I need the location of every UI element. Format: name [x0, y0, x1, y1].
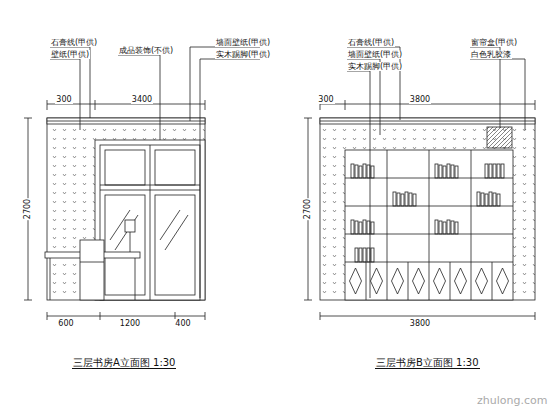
label-text: 400: [174, 319, 191, 328]
material-callout: 成品装饰(不供): [118, 46, 174, 56]
material-callout: 墙面壁纸(甲供): [347, 50, 403, 60]
material-callout: 白色乳胶漆: [470, 50, 512, 60]
label-text: zhulong.com: [476, 394, 548, 407]
material-callout: 实木踢脚(甲供): [347, 62, 403, 72]
label-text: 实木踢脚(甲供): [347, 62, 403, 71]
dimension: 400: [174, 319, 191, 329]
label-text: 3800: [409, 95, 431, 104]
material-callout: 墙面壁纸(甲供): [215, 38, 271, 48]
drawing-title: 三层书房A立面图 1:30: [72, 358, 176, 369]
dimension: 300: [317, 95, 334, 105]
material-callout: 石膏线(甲供): [347, 38, 395, 48]
label-text: 窗帘盒(甲供): [470, 38, 518, 47]
watermark: zhulong.com: [476, 396, 548, 406]
label-text: 三层书房A立面图 1:30: [72, 357, 176, 368]
label-text: 墙面壁纸(甲供): [347, 50, 403, 59]
drawing-title: 三层书房B立面图 1:30: [375, 358, 480, 369]
label-text: 2700: [23, 198, 32, 220]
material-callout: 壁纸(甲供): [50, 50, 90, 60]
label-text: 壁纸(甲供): [50, 50, 90, 59]
label-text: 3400: [131, 95, 153, 104]
dimension: 2700: [23, 198, 33, 220]
material-callout: 石膏线(甲供): [50, 38, 98, 48]
label-text: 300: [317, 95, 334, 104]
label-text: 石膏线(甲供): [347, 38, 395, 47]
label-text: 实木踢脚(甲供): [215, 50, 271, 59]
dimension: 3400: [131, 95, 153, 105]
label-text: 墙面壁纸(甲供): [215, 38, 271, 47]
material-callout: 实木踢脚(甲供): [215, 50, 271, 60]
label-text: 300: [55, 95, 72, 104]
dimension: 300: [55, 95, 72, 105]
label-text: 3800: [409, 319, 431, 328]
label-text: 1200: [119, 319, 141, 328]
material-callout: 窗帘盒(甲供): [470, 38, 518, 48]
dimension: 2700: [303, 198, 313, 220]
label-text: 600: [57, 319, 74, 328]
label-text: 白色乳胶漆: [470, 50, 512, 59]
dimension: 3800: [409, 319, 431, 329]
label-text: 石膏线(甲供): [50, 38, 98, 47]
dimension: 600: [57, 319, 74, 329]
dimension: 1200: [119, 319, 141, 329]
label-text: 2700: [303, 198, 312, 220]
label-text: 成品装饰(不供): [118, 46, 174, 55]
label-text: 三层书房B立面图 1:30: [375, 357, 480, 368]
dimension: 3800: [409, 95, 431, 105]
